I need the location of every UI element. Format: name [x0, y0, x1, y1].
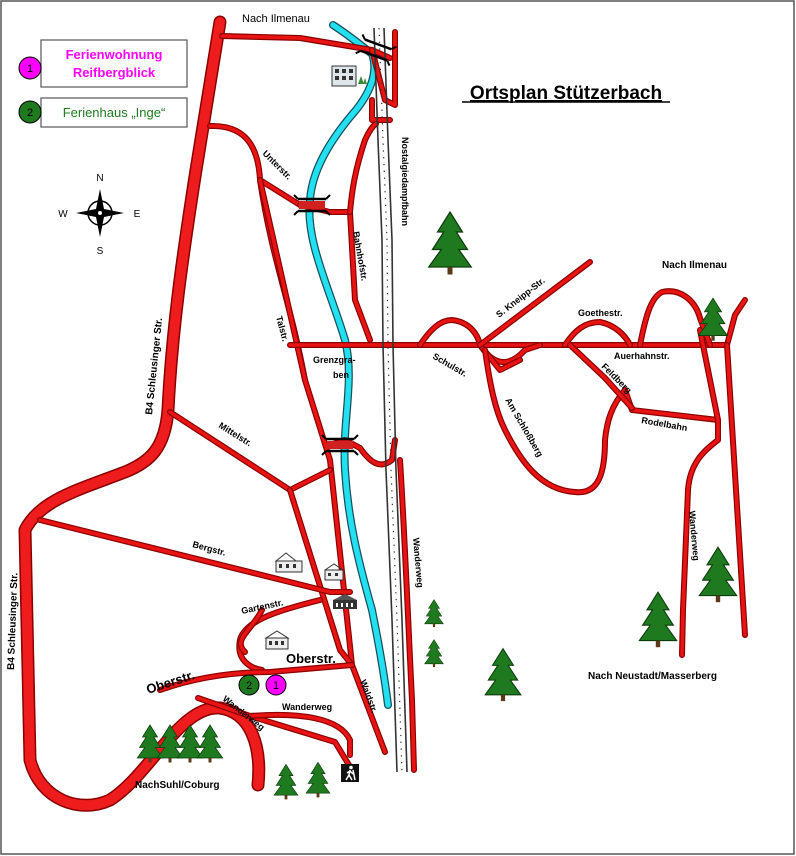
label-grenzgraben-1: Grenzgra-	[313, 355, 356, 365]
compass-w: W	[58, 209, 68, 220]
marker-number-2: 2	[246, 680, 252, 692]
tree-icon	[176, 724, 204, 763]
compass-rose-icon: N S W E	[58, 173, 140, 257]
compass-n: N	[96, 173, 103, 184]
bridge-icon	[321, 434, 359, 456]
tree-icon	[697, 297, 729, 341]
river	[305, 21, 392, 709]
road-2	[370, 98, 392, 122]
tree-icon	[427, 210, 473, 275]
marker-ferienhaus-inge[interactable]: 2	[238, 674, 260, 696]
legend-item-1: 1 Ferienwohnung Reifbergblick	[18, 39, 188, 88]
building-icon	[331, 65, 367, 87]
compass-s: S	[97, 246, 104, 257]
road-23	[638, 289, 712, 347]
tree-icon	[424, 599, 444, 628]
trees	[136, 210, 738, 800]
road-5	[258, 178, 387, 754]
label-grenzgraben-2: ben	[333, 370, 349, 380]
label-oberstr-right: Oberstr.	[286, 651, 336, 666]
legend-item-2: 2 Ferienhaus „Inge“	[18, 97, 188, 128]
label-goethestr: Goethestr.	[578, 308, 623, 318]
road-10	[288, 488, 354, 667]
road-28	[725, 343, 747, 637]
road-18	[398, 458, 416, 772]
road-26	[568, 343, 634, 410]
railway	[373, 27, 408, 773]
building-icon	[324, 563, 344, 581]
label-nach-ilmenau-right: Nach Ilmenau	[662, 260, 727, 271]
legend-name-1-line2: Reifbergblick	[73, 65, 156, 80]
label-nostalgiedampfbahn: Nostalgiedampfbahn	[400, 137, 410, 226]
label-wanderweg-center: Wanderweg	[282, 702, 332, 712]
road-16	[196, 696, 354, 772]
road-24	[725, 298, 747, 347]
marker-ferienwohnung-reifbergblick[interactable]: 1	[265, 674, 287, 696]
tree-icon	[638, 591, 678, 648]
hiker-icon	[341, 764, 359, 782]
marker-number-1: 1	[273, 680, 279, 692]
road-1	[370, 30, 397, 107]
road-12	[328, 438, 397, 467]
tree-icon	[136, 724, 164, 763]
label-b4-lower: B4 Schleusinger Str.	[6, 572, 20, 670]
building-icon	[333, 594, 357, 609]
b4-road	[18, 15, 266, 812]
label-nach-ilmenau-top: Nach Ilmenau	[242, 13, 310, 25]
tree-icon	[698, 546, 738, 603]
map-title: Ortsplan Stützerbach	[470, 83, 662, 104]
road-0	[220, 34, 392, 60]
legend-number-2: 2	[27, 107, 33, 119]
road-15	[158, 663, 354, 692]
road-7	[348, 122, 378, 214]
tree-icon	[156, 724, 184, 763]
road-22	[563, 320, 632, 347]
legend-name-2: Ferienhaus „Inge“	[63, 105, 166, 120]
label-nach-suhl: NachSuhl/Coburg	[135, 780, 219, 791]
roads	[37, 29, 748, 773]
tree-icon	[424, 639, 444, 668]
legend-number-1: 1	[27, 63, 33, 75]
road-27	[680, 328, 720, 657]
road-25	[483, 348, 720, 494]
label-auerhahnstr: Auerhahnstr.	[614, 351, 670, 361]
tree-icon	[273, 763, 299, 800]
bridge-icon	[355, 34, 397, 66]
tree-icon	[196, 724, 224, 763]
road-17	[248, 713, 352, 757]
label-wanderweg-rail: Wanderweg	[411, 537, 425, 588]
road-11	[38, 518, 352, 594]
legend-name-1-line1: Ferienwohnung	[66, 47, 163, 62]
building-icon	[264, 630, 290, 650]
label-nach-neustadt: Nach Neustadt/Masserberg	[588, 671, 717, 682]
bridge-icon	[293, 194, 331, 216]
road-19	[418, 318, 542, 364]
tree-icon	[305, 761, 331, 798]
compass-e: E	[134, 209, 141, 220]
tree-icon	[484, 647, 522, 702]
label-wanderweg-right: Wanderweg	[687, 510, 701, 561]
road-21	[478, 260, 592, 347]
legend: 1 Ferienwohnung Reifbergblick 2 Ferienha…	[18, 39, 188, 128]
road-14	[238, 608, 264, 654]
building-icon	[274, 552, 303, 573]
